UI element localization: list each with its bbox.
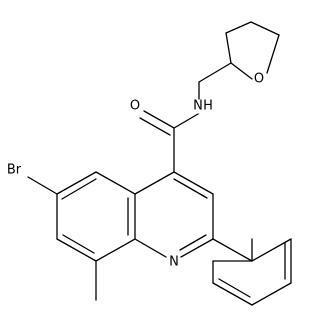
atom-amide-nitrogen: N [193,99,203,114]
atom-carbonyl-oxygen: O [130,99,140,114]
atom-ring-oxygen: O [254,72,264,87]
chemical-structure: Br O N H O N [7,21,292,306]
atom-bromine: Br [7,163,22,178]
bond-lines [27,21,292,306]
atom-labels: Br O N H O N [7,72,264,270]
atom-ring-nitrogen: N [169,255,179,270]
atom-amide-hydrogen: H [203,99,213,114]
